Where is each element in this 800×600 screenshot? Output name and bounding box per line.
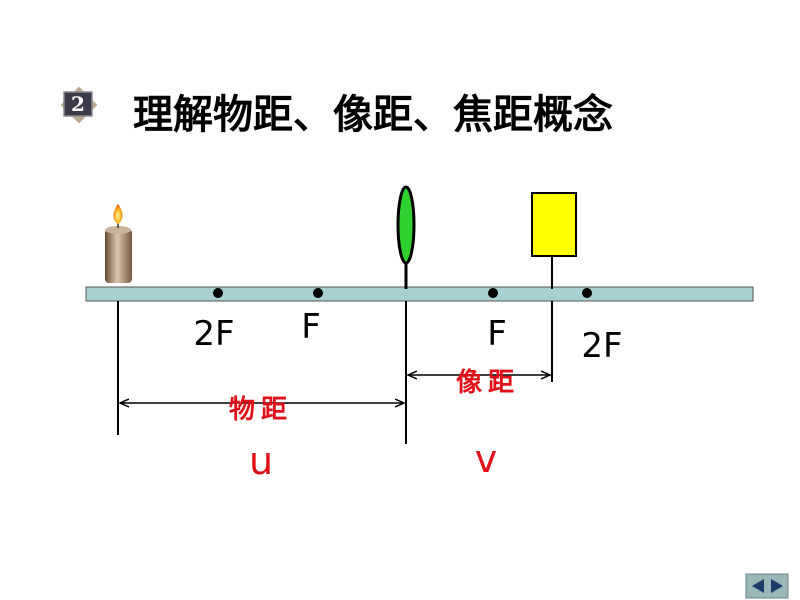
image-distance-symbol: v — [475, 437, 498, 481]
convex-lens-icon — [396, 185, 416, 289]
arrow-left-icon — [752, 579, 764, 593]
prev-next-icon — [745, 573, 789, 599]
focal-dot-right-2f — [582, 288, 592, 298]
principal-axis — [85, 286, 754, 302]
image-box — [531, 192, 577, 289]
prev-button[interactable] — [746, 574, 767, 598]
focal-dot-left-f — [313, 288, 323, 298]
label-left-f: F — [301, 307, 321, 347]
label-left-2f: 2F — [193, 314, 234, 354]
next-button[interactable] — [767, 574, 788, 598]
bullet-number: 2 — [71, 92, 85, 116]
arrow-right-icon — [771, 579, 783, 593]
page-title: 理解物距、像距、焦距概念 — [133, 92, 613, 138]
candle-icon — [105, 204, 132, 283]
object-distance-label: 物距 — [229, 395, 293, 425]
focal-dot-right-f — [488, 288, 498, 298]
label-right-f: F — [487, 314, 507, 354]
label-right-2f: 2F — [581, 326, 622, 366]
object-distance-symbol: u — [249, 439, 273, 483]
focal-dot-left-2f — [213, 288, 223, 298]
numbered-bullet-icon: 2 — [60, 86, 98, 124]
image-distance-label: 像距 — [456, 368, 520, 398]
